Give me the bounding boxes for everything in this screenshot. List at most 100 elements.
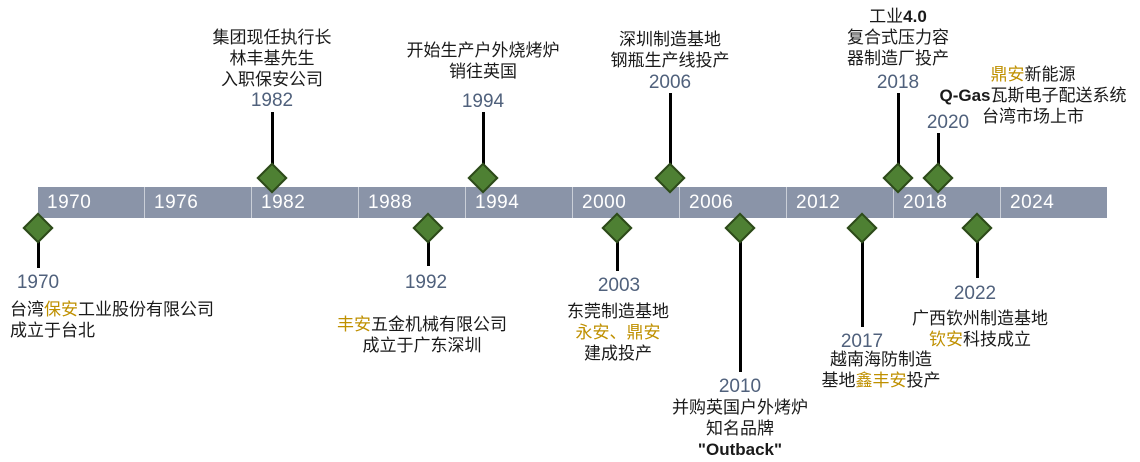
event-1994-description-line: 开始生产户外烧烤炉: [407, 40, 560, 61]
description-text: 集团现任执行长: [212, 28, 332, 47]
event-1982-connector-line: [270, 112, 274, 170]
bar-segment-1970: 1970: [38, 187, 144, 218]
event-2022-description-line: 广西钦州制造基地: [912, 308, 1048, 329]
description-text: 工业: [869, 7, 904, 26]
bar-segment-1982: 1982: [251, 187, 358, 218]
event-2006-year-label: 2006: [648, 72, 692, 93]
description-text: 并购英国户外烤炉: [672, 398, 808, 417]
highlighted-brand-text: 保安: [44, 300, 78, 319]
event-2003-connector-line: [615, 230, 619, 271]
event-2022-year-label: 2022: [953, 283, 997, 304]
description-text: "Outback": [697, 440, 783, 459]
description-text: 台湾市场上市: [982, 107, 1084, 126]
description-text: 钢瓶生产线投产: [610, 51, 730, 70]
description-text: 基地: [821, 371, 856, 390]
event-2006-description-line: 钢瓶生产线投产: [611, 50, 730, 71]
event-1970-description-line: 成立于台北: [10, 320, 214, 341]
description-text: 器制造厂投产: [847, 49, 949, 68]
highlighted-brand-text: 钦安: [929, 330, 963, 349]
event-2006-connector-line: [668, 93, 672, 170]
event-1982-description-line: 集团现任执行长: [213, 27, 332, 48]
event-2010-description-line: "Outback": [672, 439, 808, 460]
event-2022-description-line: 钦安科技成立: [912, 329, 1048, 350]
event-2010-year-label: 2010: [718, 376, 762, 397]
event-2022-connector-line: [975, 230, 979, 278]
bar-year-label: 1970: [47, 191, 92, 213]
event-1982-description: 集团现任执行长林丰基先生入职保安公司: [213, 27, 332, 90]
event-1992-description-line: 成立于广东深圳: [337, 335, 507, 356]
event-2020-description-line: Q-Gas瓦斯电子配送系统: [939, 85, 1126, 106]
bar-segment-2024: 2024: [1000, 187, 1107, 218]
event-1992-year-label: 1992: [404, 272, 448, 293]
bar-year-label: 1976: [154, 191, 199, 213]
bar-year-label: 2024: [1010, 191, 1055, 213]
event-1992-description-line: 丰安五金机械有限公司: [337, 314, 507, 335]
bar-segment-1988: 1988: [358, 187, 465, 218]
event-2020-description-line: 鼎安新能源: [939, 64, 1126, 85]
event-2018-connector-line: [896, 93, 900, 170]
description-text: 知名品牌: [706, 419, 774, 438]
event-2017-description-line: 越南海防制造: [822, 349, 941, 370]
event-2010-connector-line: [738, 230, 742, 372]
event-1994-connector-line: [481, 112, 485, 170]
event-1992-description: 丰安五金机械有限公司成立于广东深圳: [337, 314, 507, 356]
highlighted-brand-text: 鼎安: [990, 65, 1025, 84]
event-2020-connector-line: [936, 133, 940, 170]
event-2010-description: 并购英国户外烤炉知名品牌 "Outback": [672, 397, 808, 460]
bar-segment-2000: 2000: [572, 187, 679, 218]
event-1994-year-label: 1994: [461, 91, 505, 112]
description-text: 新能源: [1024, 65, 1076, 84]
bar-segment-1976: 1976: [144, 187, 251, 218]
event-2003-year-label: 2003: [597, 275, 641, 296]
event-2003-description-line: 建成投产: [567, 343, 669, 364]
bar-year-label: 2018: [903, 191, 948, 213]
description-text: Q-Gas: [939, 86, 991, 105]
description-text: 台湾: [10, 300, 44, 319]
event-2010-description-line: 并购英国户外烤炉: [672, 397, 808, 418]
event-2017-description: 越南海防制造基地鑫丰安投产: [822, 349, 941, 391]
description-text: 4.0: [903, 7, 927, 26]
description-text: 林丰基先生: [229, 49, 315, 68]
event-1982-year-label: 1982: [250, 90, 294, 111]
description-text: 五金机械有限公司: [371, 315, 507, 334]
event-2017-description-line: 基地鑫丰安投产: [822, 370, 941, 391]
event-1982-description-line: 林丰基先生: [213, 48, 332, 69]
description-text: 成立于广东深圳: [362, 336, 482, 355]
event-2006-description-line: 深圳制造基地: [611, 29, 730, 50]
description-text: 投产: [906, 371, 941, 390]
description-text: 建成投产: [584, 344, 652, 363]
event-2020-description-line: 台湾市场上市: [939, 106, 1126, 127]
event-1992-connector-line: [426, 230, 430, 266]
description-text: 销往英国: [449, 62, 517, 81]
event-2003-description-line: 永安、鼎安: [567, 322, 669, 343]
event-1982-description-line: 入职保安公司: [213, 69, 332, 90]
description-text: 广西钦州制造基地: [912, 309, 1048, 328]
description-text: 东莞制造基地: [567, 302, 669, 321]
description-text: 科技成立: [963, 330, 1031, 349]
bar-segment-2018: 2018: [893, 187, 1000, 218]
event-1970-description-line: 台湾保安工业股份有限公司: [10, 299, 214, 320]
bar-segment-2012: 2012: [786, 187, 893, 218]
event-2018-description-line: 复合式压力容: [847, 27, 949, 48]
description-text: 开始生产户外烧烤炉: [406, 41, 560, 60]
description-text: 复合式压力容: [847, 28, 949, 47]
event-1970-description: 台湾保安工业股份有限公司成立于台北: [10, 299, 214, 341]
description-text: 深圳制造基地: [619, 30, 721, 49]
bar-year-label: 1982: [261, 191, 306, 213]
event-2018-description-line: 器制造厂投产: [847, 48, 949, 69]
description-text: 工业股份有限公司: [78, 300, 214, 319]
event-2010-description-line: 知名品牌: [672, 418, 808, 439]
event-2018-description-line: 工业4.0: [847, 6, 949, 27]
event-2020-year-label: 2020: [926, 112, 970, 133]
bar-year-label: 2000: [582, 191, 627, 213]
event-1970-connector-line: [36, 230, 40, 268]
description-text: 越南海防制造: [830, 350, 932, 369]
event-2003-description-line: 东莞制造基地: [567, 301, 669, 322]
highlighted-brand-text: 鑫丰安: [855, 371, 907, 390]
bar-segment-1994: 1994: [465, 187, 572, 218]
event-1994-description-line: 销往英国: [407, 61, 560, 82]
